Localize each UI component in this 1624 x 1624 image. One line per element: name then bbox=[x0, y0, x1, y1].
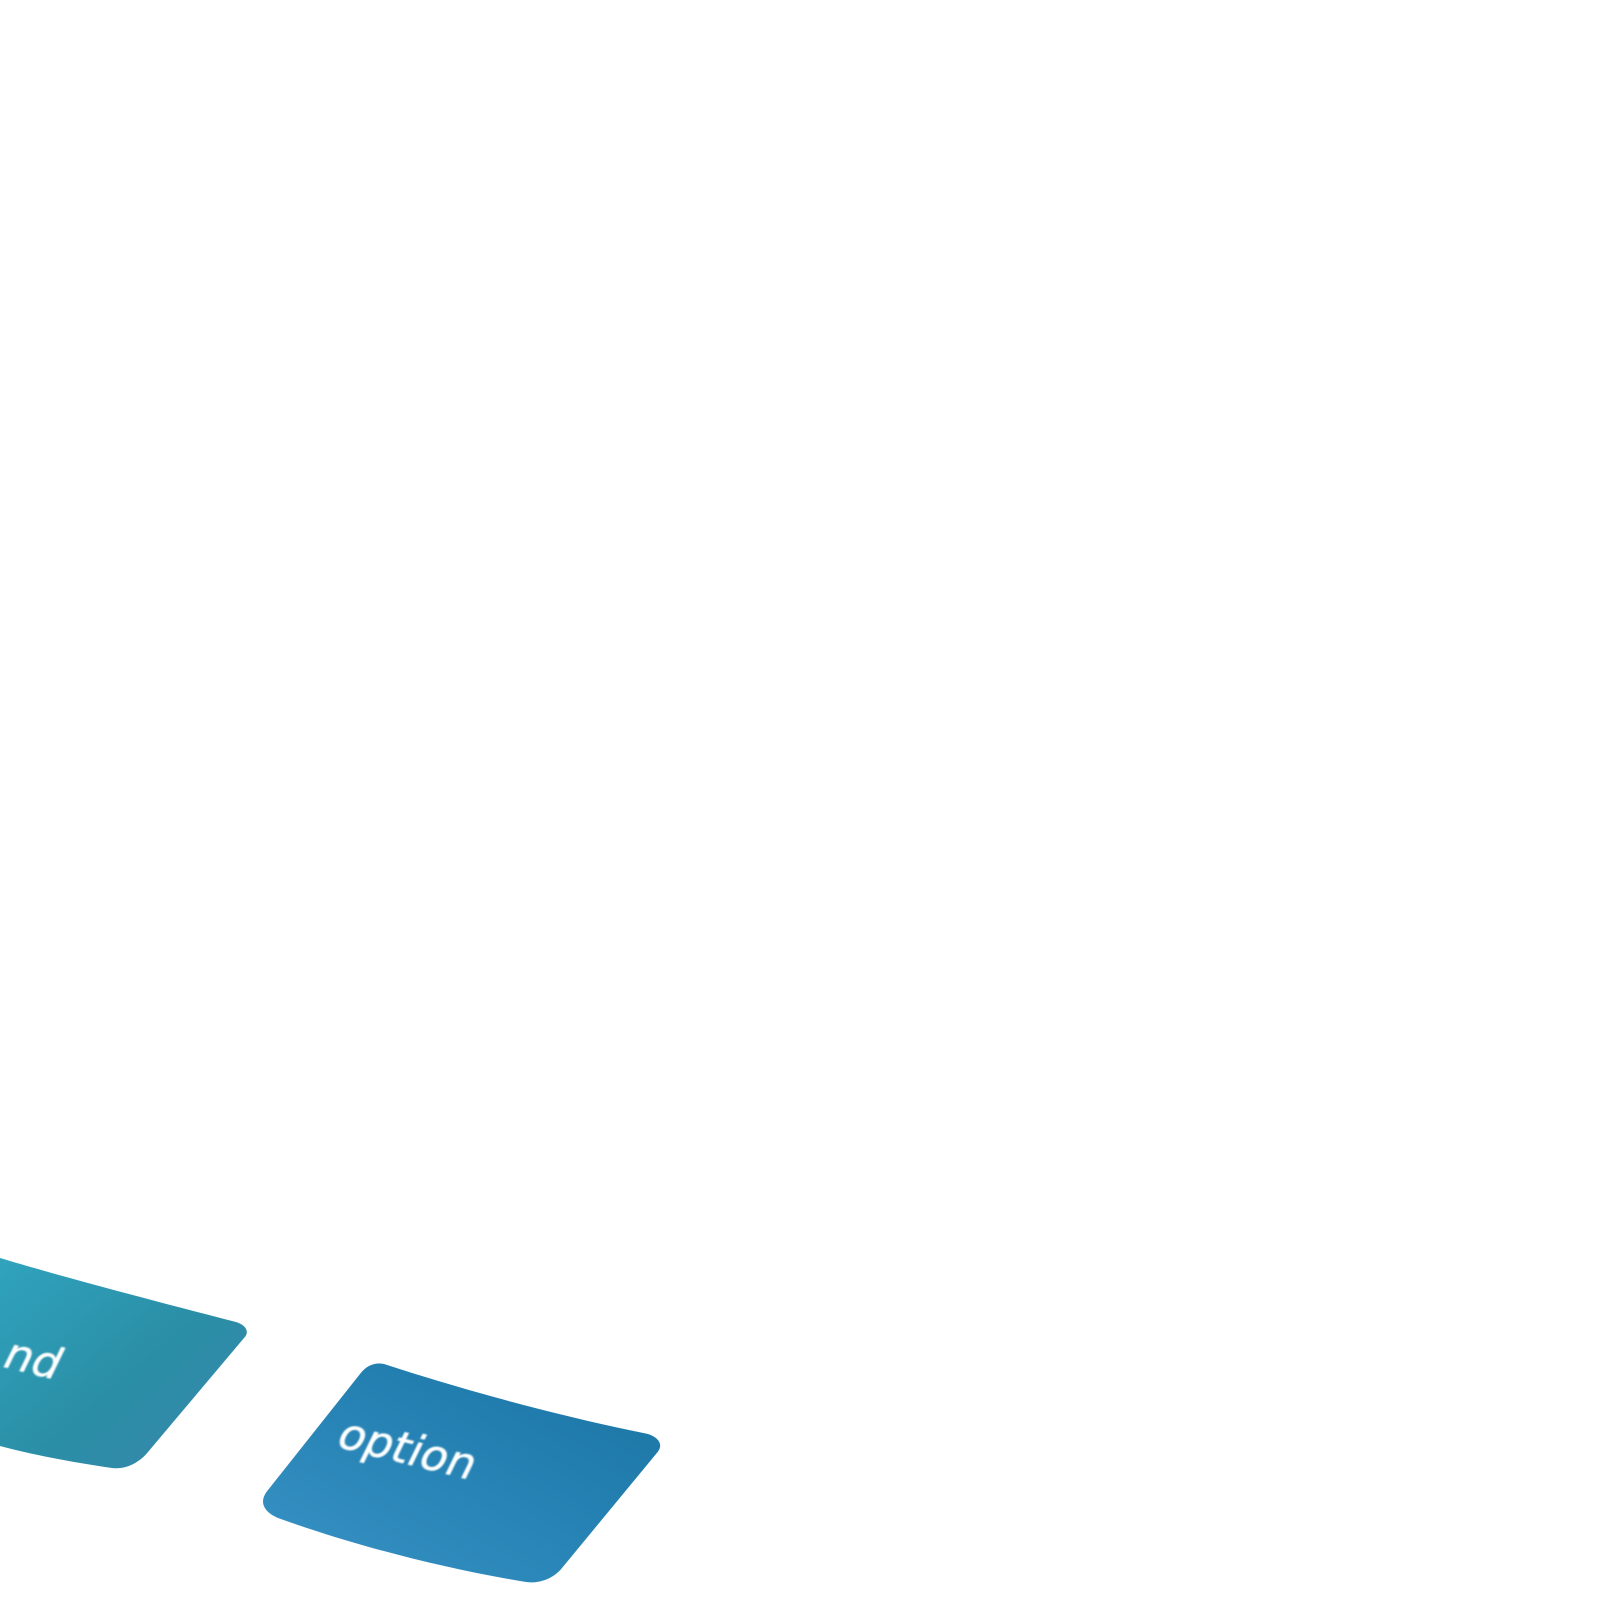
command-key-cap bbox=[0, 1258, 247, 1469]
command-key[interactable]: nd bbox=[0, 1258, 247, 1469]
option-key-cap bbox=[263, 1363, 661, 1583]
option-key[interactable]: option bbox=[263, 1363, 661, 1583]
